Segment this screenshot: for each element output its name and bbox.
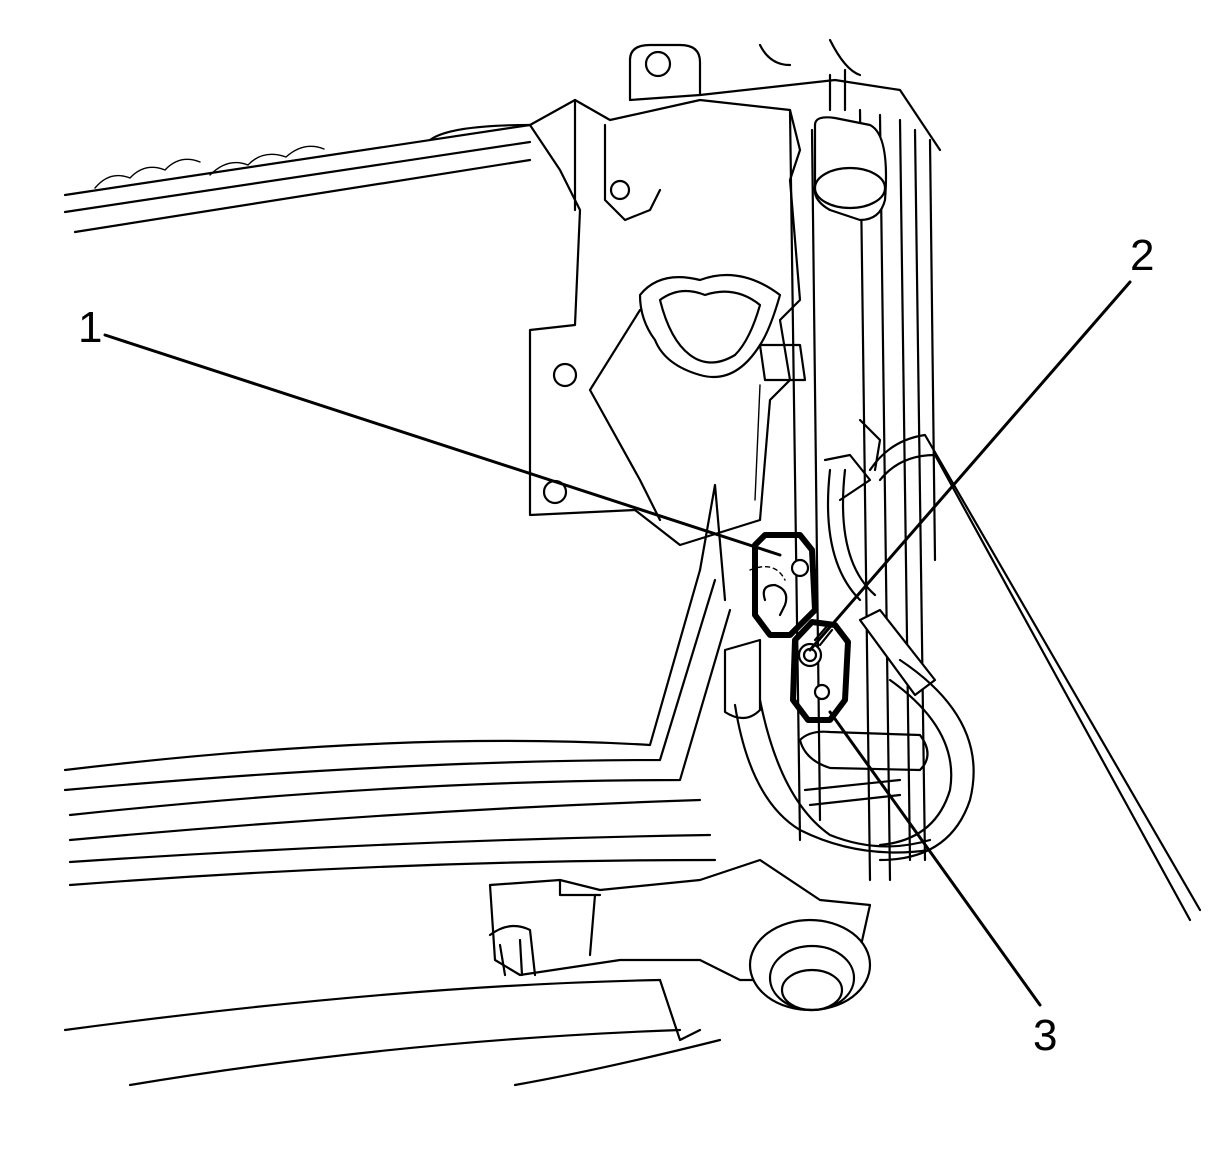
lower-frame [63,858,872,1087]
upper-frame-rail [63,123,532,234]
callout-1: 1 [78,303,102,352]
leader-line-1 [103,333,782,557]
part-1-bracket [749,532,818,638]
callout-3: 3 [1033,1011,1057,1060]
callout-2: 2 [1130,231,1154,280]
part-3-bracket [790,619,851,723]
leader-line-2 [808,280,1132,652]
mounting-bracket [528,98,802,547]
leader-line-3 [828,710,1042,1007]
coolant-hoses [63,468,975,887]
part-2-bolt [797,623,834,668]
radiator-side-tank [754,108,937,882]
transmission-line [823,418,1202,922]
top-cap [628,38,942,152]
